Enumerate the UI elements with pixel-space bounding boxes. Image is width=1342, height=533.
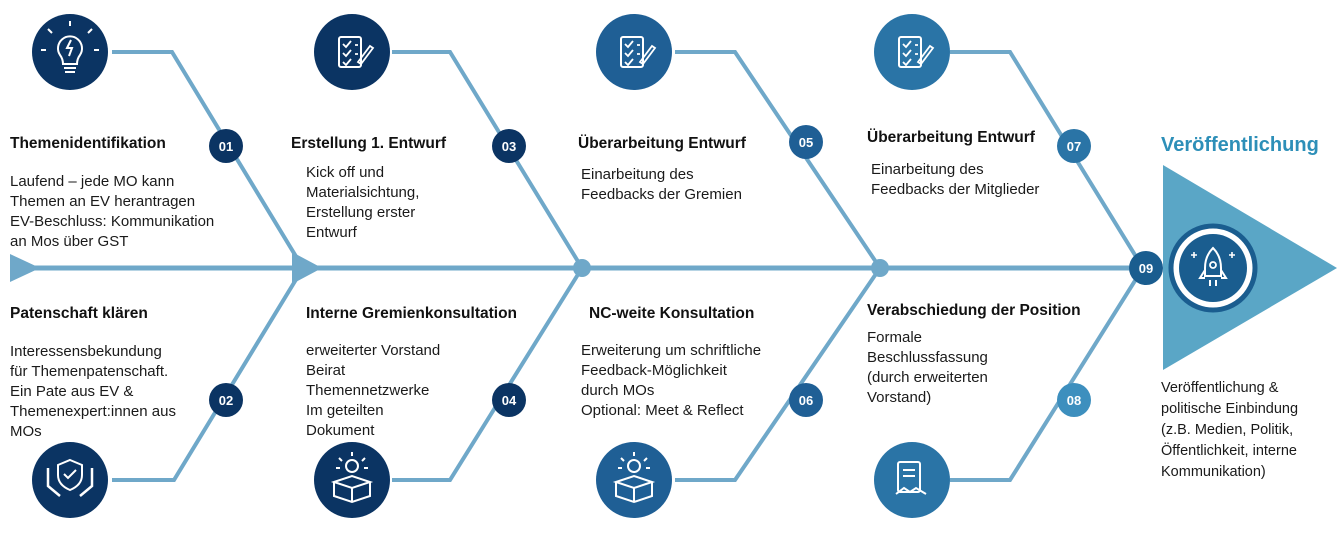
step-desc-06: Erweiterung um schriftliche Feedback-Mög… <box>581 342 762 419</box>
step-desc-02: Interessensbekundung für Themenpatenscha… <box>10 343 176 440</box>
final-title: Veröffentlichung <box>1161 134 1319 156</box>
svg-text:01: 01 <box>219 139 233 154</box>
svg-text:09: 09 <box>1139 261 1153 276</box>
svg-text:05: 05 <box>799 135 813 150</box>
step-desc-01: Laufend – jede MO kann Themen an EV hera… <box>10 173 215 250</box>
checklist-pen-icon <box>314 14 390 90</box>
step-title-01: Themenidentifikation <box>10 135 166 152</box>
step-desc-05: Einarbeitung des Feedbacks der Gremien <box>581 166 742 203</box>
step-number-badge-07: 07 <box>1057 129 1091 163</box>
spine-start-arrow <box>10 254 40 282</box>
step-number-badge-06: 06 <box>789 383 823 417</box>
svg-text:04: 04 <box>502 393 517 408</box>
shield-hands-icon <box>32 442 108 518</box>
step-number-badge-08: 08 <box>1057 383 1091 417</box>
contract-handshake-icon <box>874 442 950 518</box>
checklist-pen-icon <box>874 14 950 90</box>
svg-text:06: 06 <box>799 393 813 408</box>
step-title-07: Überarbeitung Entwurf <box>867 129 1035 146</box>
step-title-03: Erstellung 1. Entwurf <box>291 135 447 152</box>
final-desc: Veröffentlichung & politische Einbindung… <box>1161 380 1299 480</box>
checklist-pen-icon <box>596 14 672 90</box>
step-desc-07: Einarbeitung des Feedbacks der Mitgliede… <box>871 161 1040 198</box>
step-number-badge-01: 01 <box>209 129 243 163</box>
step-desc-03: Kick off und Materialsichtung, Erstellun… <box>306 164 420 241</box>
step-desc-04: erweiterter Vorstand Beirat Themennetzwe… <box>306 342 441 439</box>
step-title-05: Überarbeitung Entwurf <box>578 135 746 152</box>
svg-text:07: 07 <box>1067 139 1081 154</box>
step-title-04: Interne Gremienkonsultation <box>306 305 518 322</box>
svg-text:03: 03 <box>502 139 516 154</box>
svg-text:08: 08 <box>1067 393 1081 408</box>
step-title-02: Patenschaft klären <box>10 305 148 322</box>
svg-text:02: 02 <box>219 393 233 408</box>
lightbulb-icon <box>32 14 108 90</box>
idea-box-icon <box>596 442 672 518</box>
step-number-badge-02: 02 <box>209 383 243 417</box>
step-title-08: Verabschiedung der Position <box>867 302 1081 319</box>
step-number-badge-05: 05 <box>789 125 823 159</box>
step-title-06: NC-weite Konsultation <box>589 305 755 322</box>
step-number-badge-09: 09 <box>1129 251 1163 285</box>
idea-box-icon <box>314 442 390 518</box>
step-desc-08: Formale Beschlussfassung (durch erweiter… <box>867 329 988 406</box>
step-number-badge-03: 03 <box>492 129 526 163</box>
rocket-icon <box>1168 223 1258 313</box>
step-number-badge-04: 04 <box>492 383 526 417</box>
